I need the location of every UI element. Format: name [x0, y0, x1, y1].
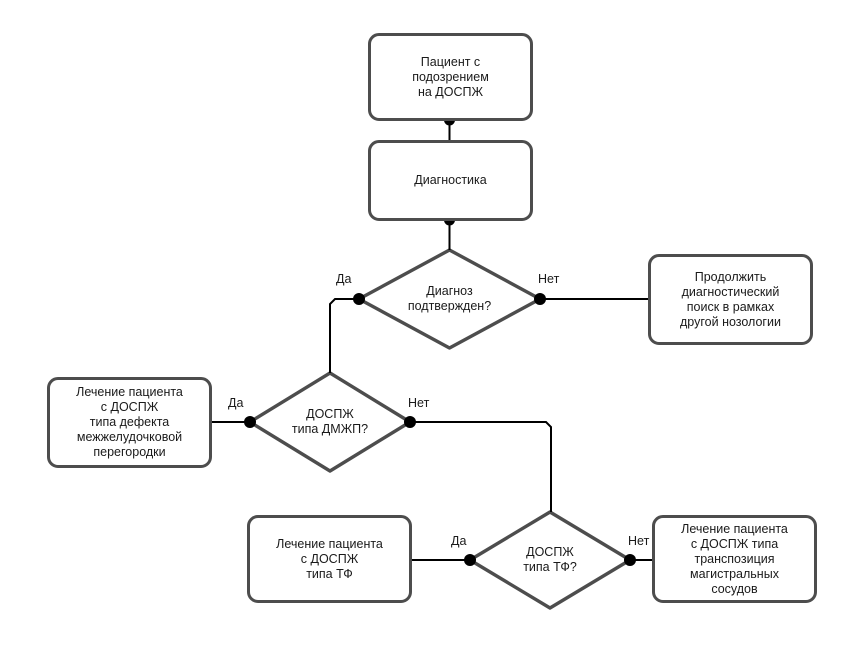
edge-label-vsd-no: Нет	[408, 396, 430, 410]
node-treat-tof-label: Лечение пациента с ДОСПЖ типа ТФ	[276, 536, 383, 581]
edge-label-diagnosis-no: Нет	[538, 272, 560, 286]
node-treat-tof[interactable]: Лечение пациента с ДОСПЖ типа ТФ	[247, 515, 412, 603]
edge-label-vsd-yes: Да	[228, 396, 244, 410]
node-other-nosology-label: Продолжить диагностический поиск в рамка…	[680, 269, 781, 329]
node-treat-vsd[interactable]: Лечение пациента с ДОСПЖ типа дефекта ме…	[47, 377, 212, 468]
edge-label-tof-no: Нет	[628, 534, 650, 548]
node-decision-tof-label: ДОСПЖ типа ТФ?	[523, 545, 577, 574]
node-decision-diagnosis[interactable]: Диагноз подтвержден?	[359, 250, 540, 348]
node-start[interactable]: Пациент с подозрением на ДОСПЖ	[368, 33, 533, 121]
junction-dot-diagnosis-right	[534, 293, 546, 305]
decision-diagnosis-shape[interactable]	[357, 248, 542, 350]
junction-dot-diagnosis-left	[353, 293, 365, 305]
junction-dot-tof-right	[624, 554, 636, 566]
node-treat-tga-label: Лечение пациента с ДОСПЖ типа транспозиц…	[681, 521, 788, 596]
node-other-nosology[interactable]: Продолжить диагностический поиск в рамка…	[648, 254, 813, 345]
edge-label-tof-yes: Да	[451, 534, 467, 548]
decision-tof-shape[interactable]	[468, 510, 632, 610]
node-decision-tof[interactable]: ДОСПЖ типа ТФ?	[470, 512, 630, 608]
node-treat-tga[interactable]: Лечение пациента с ДОСПЖ типа транспозиц…	[652, 515, 817, 603]
junction-dot-tof-left	[464, 554, 476, 566]
node-diagnostics[interactable]: Диагностика	[368, 140, 533, 221]
node-start-label: Пациент с подозрением на ДОСПЖ	[412, 54, 489, 99]
edge-vsd-no-to-tof	[410, 421, 552, 512]
edge-diagnosis-yes-to-vsd	[329, 298, 359, 373]
junction-dot-vsd-right	[404, 416, 416, 428]
node-decision-vsd-label: ДОСПЖ типа ДМЖП?	[291, 407, 369, 436]
junction-dot-vsd-left	[244, 416, 256, 428]
decision-vsd-shape[interactable]	[248, 371, 412, 473]
node-decision-diagnosis-label: Диагноз подтвержден?	[407, 284, 492, 313]
node-decision-vsd[interactable]: ДОСПЖ типа ДМЖП?	[250, 373, 410, 471]
edge-label-diagnosis-yes: Да	[336, 272, 352, 286]
node-diagnostics-label: Диагностика	[414, 173, 487, 187]
node-treat-vsd-label: Лечение пациента с ДОСПЖ типа дефекта ме…	[76, 385, 183, 459]
